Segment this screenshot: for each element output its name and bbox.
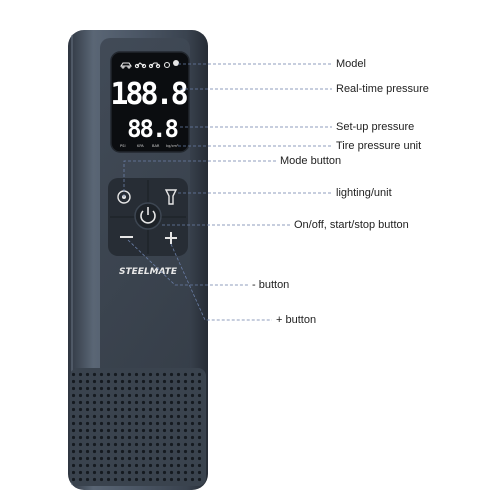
motorcycle-icon: [134, 62, 147, 69]
car-icon: [119, 62, 133, 69]
unit-kpa: KPA: [137, 144, 144, 148]
label-plus-button: + button: [276, 314, 317, 326]
label-tire-pressure-unit: Tire pressure unit: [336, 140, 422, 152]
label-realtime-pressure: Real-time pressure: [336, 83, 429, 95]
model-indicator: [173, 60, 179, 66]
power-icon: [140, 207, 156, 224]
label-setup-pressure: Set-up pressure: [336, 121, 415, 133]
plus-icon: [165, 232, 177, 244]
lighting-unit-button[interactable]: [164, 189, 178, 205]
leader-lines: [123, 63, 332, 321]
label-onoff-button: On/off, start/stop button: [294, 219, 409, 231]
setup-pressure-readout: 88.8: [127, 115, 177, 143]
realtime-pressure-readout: 188.8: [110, 77, 187, 112]
bicycle-icon: [148, 62, 161, 69]
unit-psi: PSI: [120, 144, 126, 148]
speaker-grille: [72, 372, 204, 484]
unit-kgcm: kg/cm²: [166, 144, 179, 148]
label-model: Model: [336, 58, 366, 70]
label-minus-button: - button: [252, 279, 290, 291]
label-lighting-unit: lighting/unit: [336, 187, 392, 199]
control-pad: [108, 178, 188, 256]
label-mode-button: Mode button: [280, 155, 342, 167]
unit-bar: BAR: [152, 144, 160, 148]
ball-icon: [163, 61, 171, 69]
mode-icons: [119, 61, 171, 69]
flashlight-icon: [164, 189, 178, 205]
unit-labels: PSI KPA BAR kg/cm²: [120, 144, 179, 148]
plus-button[interactable]: [165, 232, 177, 244]
lcd-screen: 188.8 88.8 PSI KPA BAR kg/cm²: [110, 51, 191, 153]
brand-logo: STEELMATE: [119, 267, 178, 277]
power-button[interactable]: [134, 202, 162, 230]
